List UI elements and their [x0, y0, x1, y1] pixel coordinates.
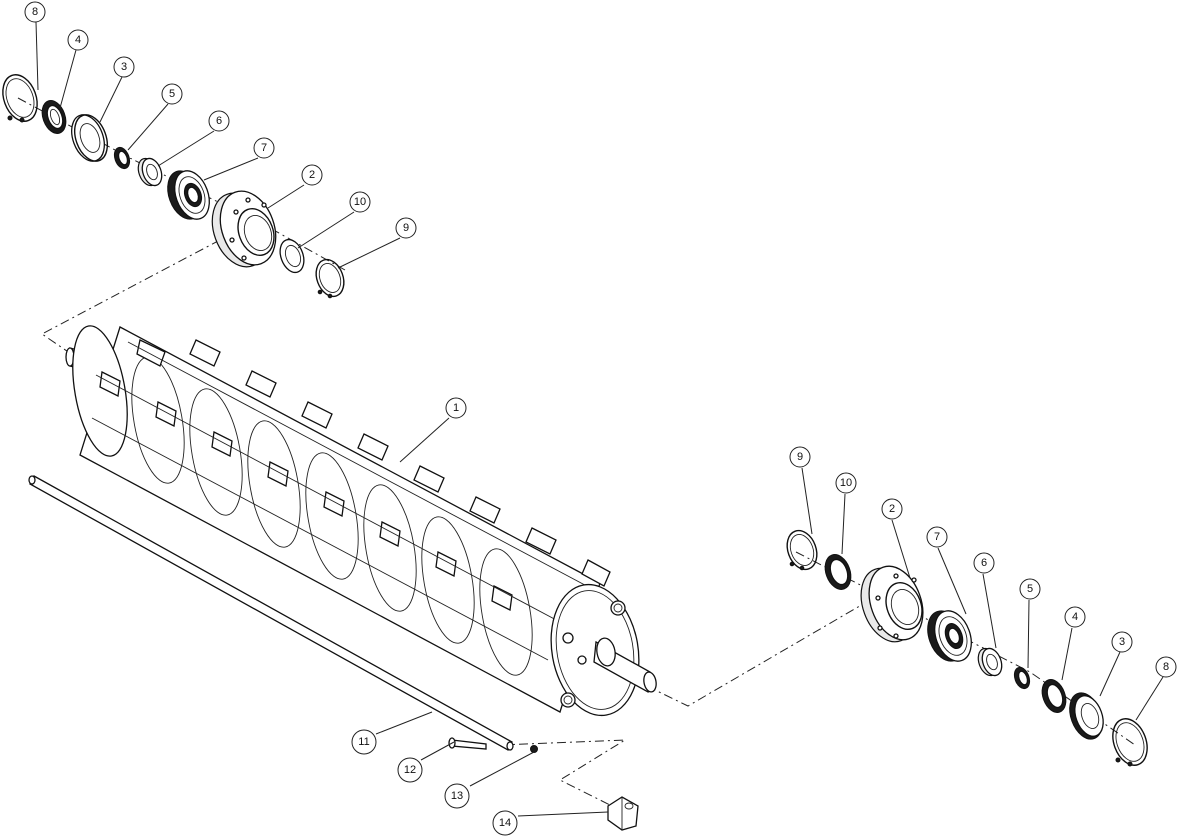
- balloon-upper-left-8: 8: [24, 1, 46, 23]
- balloon-label: 13: [451, 790, 463, 802]
- balloon-label: 7: [261, 142, 267, 154]
- balloon-label: 11: [358, 736, 369, 748]
- balloon-label: 4: [75, 34, 81, 46]
- balloon-label: 2: [309, 169, 315, 181]
- balloon-upper-left-7: 7: [253, 137, 275, 159]
- clamp-block-part: [607, 796, 639, 831]
- balloon-right-8: 8: [1155, 656, 1177, 678]
- bearing-part: [167, 170, 210, 220]
- balloon-label: 10: [354, 196, 366, 208]
- balloon-upper-left-4: 4: [67, 29, 89, 51]
- balloon-bottom-11: 11: [351, 729, 377, 755]
- washer-part: [279, 238, 305, 274]
- balloon-upper-left-10: 10: [349, 191, 371, 213]
- balloon-upper-left-9: 9: [395, 217, 417, 239]
- balloon-upper-left-6: 6: [208, 110, 230, 132]
- balloon-label: 4: [1072, 611, 1078, 623]
- snap-ring-part: [113, 146, 131, 170]
- balloon-label: 12: [404, 764, 416, 776]
- balloon-label: 2: [889, 503, 895, 515]
- balloon-rotor-1: 1: [445, 397, 467, 419]
- balloon-bottom-12: 12: [397, 757, 423, 783]
- seal-part: [41, 100, 67, 134]
- balloon-labels: 8 4 3 5 6 7 2 10 9 1 9 10 2 7 6 5 4 3 8 …: [24, 1, 1177, 836]
- rod-part: [28, 475, 514, 751]
- balloon-bottom-14: 14: [492, 810, 518, 836]
- balloon-upper-left-2: 2: [301, 164, 323, 186]
- cover-plate-part: [1069, 692, 1104, 740]
- nut-part: [530, 745, 538, 753]
- balloon-label: 9: [403, 222, 409, 234]
- balloon-label: 10: [840, 477, 852, 489]
- balloon-right-3: 3: [1111, 631, 1133, 653]
- balloon-label: 8: [32, 6, 38, 18]
- retaining-ring-part: [315, 258, 345, 299]
- balloon-bottom-13: 13: [444, 783, 470, 809]
- balloon-label: 6: [981, 557, 987, 569]
- balloon-label: 6: [216, 115, 222, 127]
- balloon-right-5: 5: [1019, 578, 1041, 600]
- cover-plate-part: [71, 114, 109, 162]
- upper-left-part-group: [2, 74, 345, 299]
- balloon-label: 1: [453, 402, 459, 414]
- balloon-upper-left-5: 5: [161, 83, 183, 105]
- balloon-label: 3: [121, 61, 127, 73]
- balloon-label: 14: [499, 817, 511, 829]
- balloon-label: 7: [934, 531, 940, 543]
- snap-ring-part: [1013, 666, 1031, 690]
- flange-housing-part: [860, 565, 924, 643]
- balloon-right-4: 4: [1064, 606, 1086, 628]
- retaining-ring-part: [786, 529, 818, 571]
- leader-lines: [35, 21, 1164, 817]
- seal-part: [1041, 679, 1067, 713]
- rotor-discs: [131, 356, 533, 676]
- balloon-right-2: 2: [881, 498, 903, 520]
- spacer-part: [137, 157, 163, 187]
- retaining-ring-part: [1112, 718, 1148, 767]
- balloon-upper-left-3: 3: [113, 56, 135, 78]
- flange-housing-part: [211, 190, 277, 268]
- balloon-right-10: 10: [835, 472, 857, 494]
- balloon-label: 8: [1163, 661, 1169, 673]
- bolt-part: [448, 737, 487, 750]
- balloon-label: 3: [1119, 636, 1125, 648]
- balloon-right-7: 7: [926, 526, 948, 548]
- rotor-drum-part: [65, 325, 657, 717]
- bearing-part: [927, 610, 972, 662]
- balloon-right-6: 6: [973, 552, 995, 574]
- rotor-paddles: [99, 339, 611, 611]
- balloon-label: 5: [169, 88, 175, 100]
- washer-part: [824, 554, 852, 590]
- right-part-group: [786, 529, 1148, 767]
- balloon-label: 5: [1027, 583, 1033, 595]
- balloon-right-9: 9: [789, 446, 811, 468]
- spacer-part: [977, 647, 1003, 677]
- retaining-ring-part: [2, 74, 38, 123]
- balloon-label: 9: [797, 451, 803, 463]
